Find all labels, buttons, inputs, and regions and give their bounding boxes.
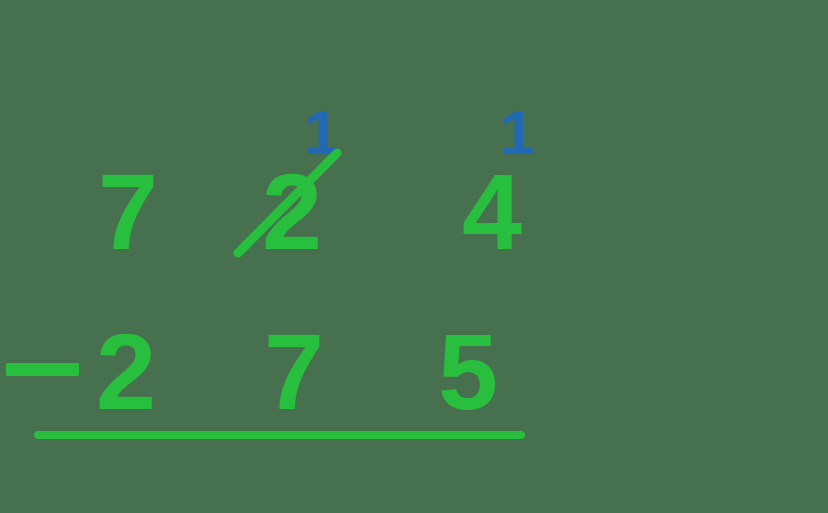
subtrahend-hundreds-digit: 2 [96,311,157,432]
minuend-ones-digit: 4 [462,151,523,272]
subtrahend-ones-digit: 5 [438,311,499,432]
minuend-hundreds-digit: 7 [98,151,159,272]
minus-operator-icon [6,363,79,376]
answer-rule [34,431,525,439]
minuend-tens-digit: 2 [262,151,323,272]
subtrahend-tens-digit: 7 [264,311,325,432]
carry-mark-ones-column: 1 [500,99,535,168]
